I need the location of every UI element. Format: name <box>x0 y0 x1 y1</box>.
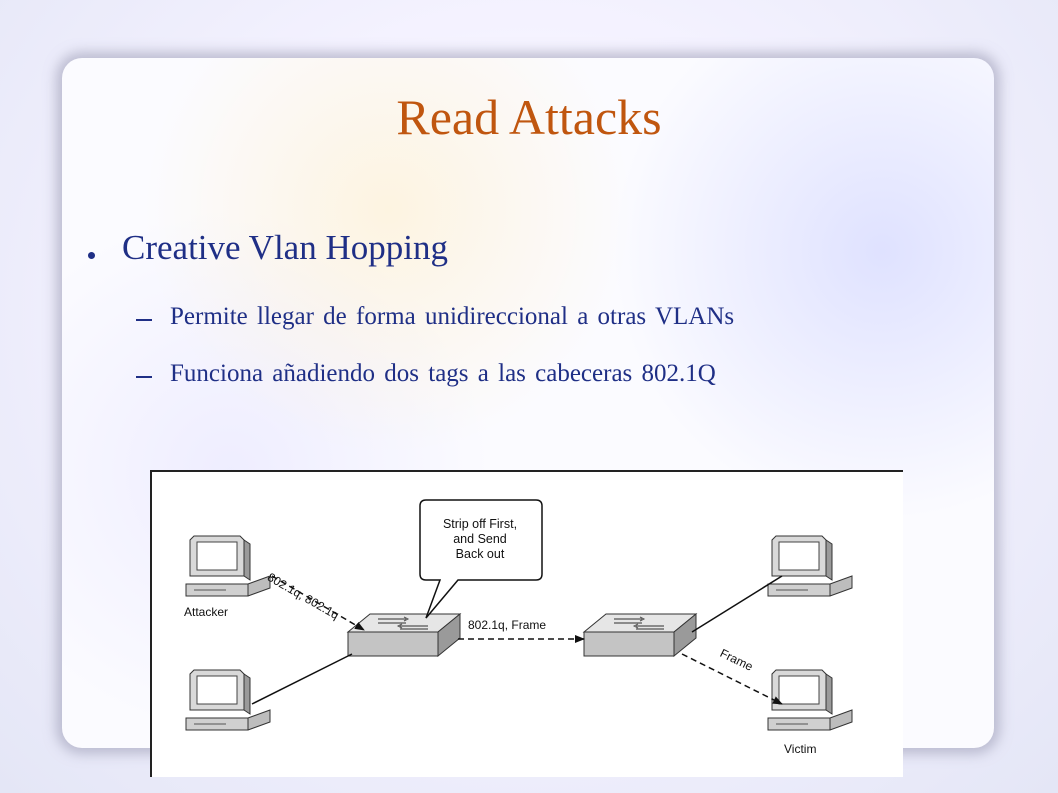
second-switch-icon <box>583 613 697 657</box>
callout-line: and Send <box>453 532 507 546</box>
second-pc-icon <box>185 669 271 731</box>
label-victim: Victim <box>784 742 817 756</box>
dash-icon <box>136 319 152 321</box>
callout-text: Strip off First, and Send Back out <box>424 517 536 562</box>
vlan-hopping-diagram: Strip off First, and Send Back out Attac… <box>150 470 903 777</box>
sub-bullet-text: Permite llegar de forma unidireccional a… <box>170 303 735 330</box>
sub-bullet-text: Funciona añadiendo dos tags a las cabece… <box>170 360 716 387</box>
double-tag-arrow <box>271 575 365 631</box>
callout-line: Strip off First, <box>442 517 518 531</box>
label-single-tag: 802.1q, Frame <box>468 618 547 632</box>
attacker-pc-icon <box>185 535 271 597</box>
target-pc-icon <box>767 535 853 597</box>
frame-arrow <box>681 653 783 705</box>
link-target-pc <box>691 575 783 633</box>
slide-title: Read Attacks <box>396 89 662 145</box>
callout-bubble <box>419 499 543 619</box>
label-attacker: Attacker <box>184 605 229 619</box>
first-switch-icon <box>347 613 461 657</box>
dash-icon <box>136 376 152 378</box>
bullet-dot-icon <box>88 252 95 259</box>
bullet-text: Creative Vlan Hopping <box>122 228 448 267</box>
link-second-pc <box>251 653 353 705</box>
callout-line: Back out <box>455 547 505 561</box>
victim-pc-icon <box>767 669 853 731</box>
